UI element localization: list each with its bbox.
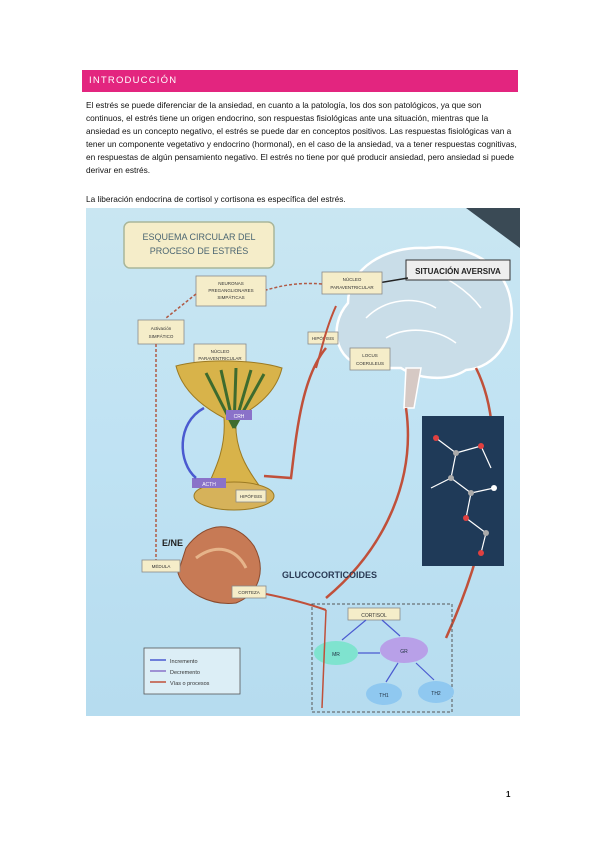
nucleo-left-2: PARAVENTRICULAR (198, 356, 242, 361)
locus-label-1: LOCUS (362, 353, 378, 358)
nucleo-brain-2: PARAVENTRICULAR (330, 285, 374, 290)
activacion-label-1: Activación (151, 326, 172, 331)
molecule-image (422, 416, 504, 566)
feedback-arrow (181, 406, 205, 479)
locus-label-2: COERULEUS (356, 361, 384, 366)
medula-label: MÉDULA (152, 563, 171, 569)
cortisol-region (311, 603, 453, 713)
section-header: INTRODUCCIÓN (82, 70, 518, 92)
brain-stem (403, 367, 422, 409)
projector-corner (466, 208, 520, 248)
corteza-label: CORTEZA (238, 590, 259, 595)
activacion-box (137, 319, 185, 345)
neuronas-arrow (265, 282, 323, 291)
nucleo-left-1: NÚCLEO (211, 348, 230, 354)
cortisol-label: CORTISOL (361, 613, 387, 619)
crh-label: CRH (234, 414, 245, 420)
cortisol-arrows (341, 619, 435, 683)
page-number: 1 (506, 790, 511, 799)
pituitary-illustration (193, 481, 275, 511)
legend-vias: Vías o procesos (170, 681, 210, 687)
gr-cloud (380, 637, 428, 663)
cortisol-side-arrow (321, 609, 327, 709)
neuronas-label-2: PREGANGLIONARES (208, 288, 253, 293)
body-paragraph-2: La liberación endocrina de cortisol y co… (86, 194, 346, 204)
situacion-label: SITUACIÓN AVERSIVA (415, 267, 501, 276)
crh-tag (226, 410, 252, 420)
neuronas-label-1: NEURONAS (218, 281, 244, 286)
molecule-atoms (433, 435, 497, 556)
activacion-arrow (165, 293, 197, 319)
adrenal-gland (177, 526, 261, 604)
situacion-box (405, 259, 511, 281)
stress-diagram-photo: ESQUEMA CIRCULAR DEL PROCESO DE ESTRÉS S… (86, 208, 520, 716)
section-title: INTRODUCCIÓN (89, 75, 178, 86)
glucocorticoides-arrow (265, 593, 327, 611)
neurons-illustration (204, 367, 266, 429)
hipofisis-brain-label: HIPÓFISIS (312, 335, 334, 341)
acth-tag (192, 478, 226, 488)
nucleo-brain-1: NÚCLEO (343, 276, 362, 282)
gr-label: GR (400, 649, 408, 655)
title-box (123, 221, 275, 269)
legend-incremento: Incremento (170, 659, 198, 665)
hypothalamus-illustration (175, 360, 283, 491)
th1-label: TH1 (379, 693, 389, 699)
hipofisis-low-box (235, 489, 267, 503)
medula-box (141, 559, 181, 573)
neuronas-box (195, 275, 267, 307)
diagram-title-1: ESQUEMA CIRCULAR DEL (142, 232, 255, 242)
acth-label: ACTH (202, 482, 216, 488)
th2-label: TH2 (431, 691, 441, 697)
legend-decremento: Decremento (170, 670, 200, 676)
cortisol-box (347, 607, 401, 621)
activacion-label-2: SIMPÁTICO (149, 333, 174, 339)
adrenal-medulla (195, 547, 248, 569)
brain-inner-arc (315, 305, 337, 369)
th1-cloud (366, 683, 402, 705)
body-paragraph-1: El estrés se puede diferenciar de la ans… (86, 100, 517, 175)
neuronas-label-3: SIMPÁTICAS (217, 294, 244, 300)
diagram-title-2: PROCESO DE ESTRÉS (150, 246, 249, 256)
stress-diagram: ESQUEMA CIRCULAR DEL PROCESO DE ESTRÉS S… (123, 208, 520, 713)
ene-label: E/NE (162, 538, 183, 548)
locus-arc (325, 407, 410, 599)
hipofisis-low-label: HIPÓFISIS (240, 493, 262, 499)
nucleo-brain-box (321, 271, 383, 295)
th2-cloud (418, 681, 454, 703)
corteza-box (231, 585, 267, 599)
locus-box (349, 347, 391, 371)
glucocorticoides-label: GLUCOCORTICOIDES (282, 570, 377, 580)
mr-label: MR (332, 652, 340, 658)
